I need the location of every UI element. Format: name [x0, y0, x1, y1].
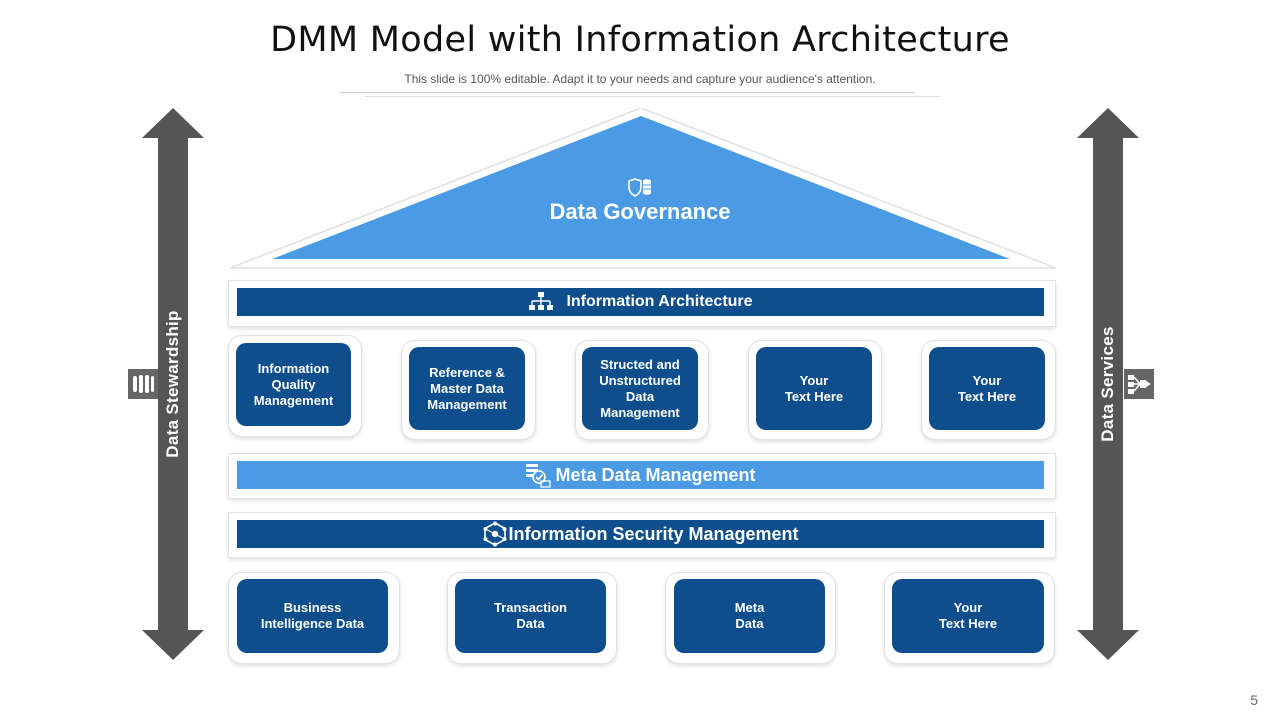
meta-data-label: Meta Data Management [555, 464, 756, 485]
divider [340, 92, 915, 93]
data-stewardship-label: Data Stewardship [163, 310, 182, 458]
data-governance-label: Data Governance [549, 199, 731, 224]
data-shield-icon [628, 178, 651, 197]
card-reference-master-data: Reference & Master Data Management [409, 347, 525, 430]
info-architecture-bar: Information Architecture [237, 288, 1044, 316]
page-subtitle: This slide is 100% editable. Adapt it to… [404, 72, 876, 86]
page-number: 5 [1250, 692, 1258, 708]
data-stewardship-arrow [142, 108, 204, 660]
divider [365, 96, 940, 97]
security-bar: Information Security Management [237, 520, 1044, 548]
data-services-arrow [1077, 108, 1139, 660]
card-your-text-3: Your Text Here [892, 579, 1044, 653]
network-hexagon-icon [483, 521, 507, 547]
card-structured-unstructured: Structed and Unstructured Data Managemen… [582, 347, 698, 430]
card-meta-data: Meta Data [674, 579, 825, 653]
meta-data-bar: Meta Data Management [237, 461, 1044, 489]
page-title: DMM Model with Information Architecture [270, 20, 1010, 60]
network-nodes-icon [1124, 369, 1154, 399]
org-chart-icon [529, 292, 554, 310]
security-label: Information Security Management [508, 523, 799, 544]
card-your-text-2: Your Text Here [929, 347, 1045, 430]
database-check-icon [526, 464, 552, 488]
card-transaction-data: Transaction Data [455, 579, 606, 653]
info-architecture-label: Information Architecture [566, 293, 753, 310]
card-your-text-1: Your Text Here [756, 347, 872, 430]
card-business-intelligence: Business Intelligence Data [237, 579, 388, 653]
storage-disks-icon [128, 369, 158, 399]
data-services-label: Data Services [1098, 326, 1117, 442]
card-information-quality: Information Quality Management [236, 343, 351, 426]
